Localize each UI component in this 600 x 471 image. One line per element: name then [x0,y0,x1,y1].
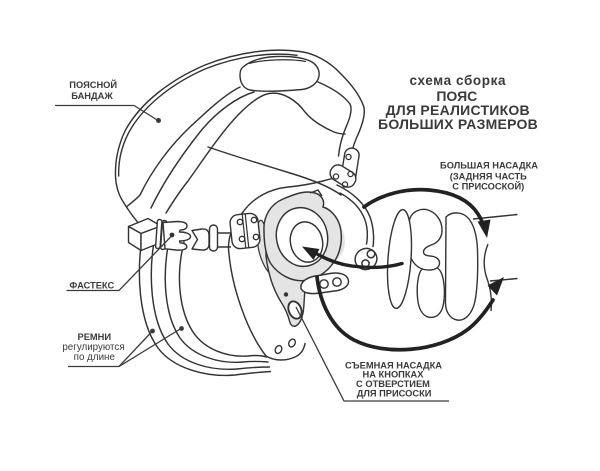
svg-text:ДЛЯ ПРИСОСКИ: ДЛЯ ПРИСОСКИ [357,389,432,399]
svg-text:ПОЯСНОЙ: ПОЯСНОЙ [69,79,117,90]
svg-text:СЪЕМНАЯ НАСАДКА: СЪЕМНАЯ НАСАДКА [345,360,442,370]
svg-text:ФАСТЕКС: ФАСТЕКС [69,281,114,291]
svg-text:регулируются: регулируются [62,342,124,353]
svg-text:БОЛЬШАЯ НАСАДКА: БОЛЬШАЯ НАСАДКА [440,161,538,171]
svg-text:С ПРИСОСКОЙ): С ПРИСОСКОЙ) [452,180,524,191]
svg-text:схема сборка: схема сборка [410,73,507,88]
svg-text:НА КНОПКАХ: НА КНОПКАХ [363,370,425,380]
svg-text:БАНДАЖ: БАНДАЖ [71,91,113,101]
svg-text:РЕМНИ: РЕМНИ [78,332,112,342]
svg-text:ДЛЯ РЕАЛИСТИКОВ: ДЛЯ РЕАЛИСТИКОВ [386,102,530,118]
svg-text:С ОТВЕРСТИЕМ: С ОТВЕРСТИЕМ [356,379,430,389]
svg-text:(ЗАДНЯЯ ЧАСТЬ: (ЗАДНЯЯ ЧАСТЬ [450,171,527,181]
svg-text:ПОЯС: ПОЯС [436,88,477,104]
svg-text:БОЛЬШИХ РАЗМЕРОВ: БОЛЬШИХ РАЗМЕРОВ [378,116,538,132]
svg-text:по длине: по длине [74,352,116,363]
